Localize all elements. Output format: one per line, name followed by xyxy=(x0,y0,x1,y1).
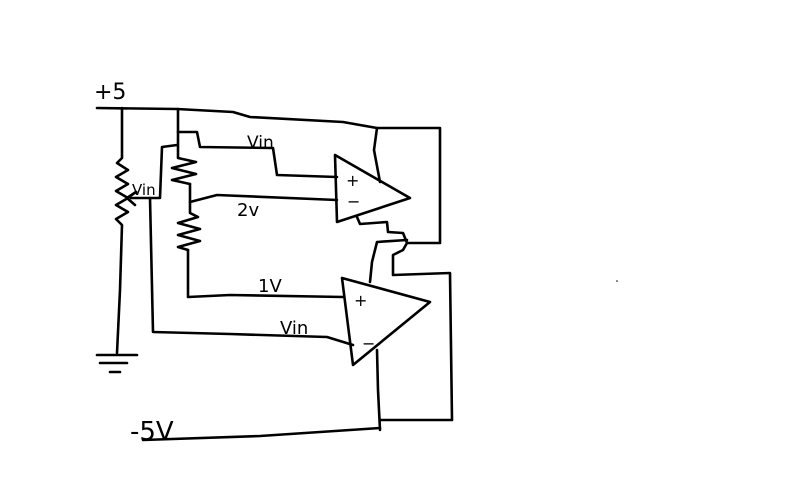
wiper-wire-to-opamp2-minus xyxy=(148,196,355,347)
opamp2-negative-supply-wire xyxy=(375,348,382,432)
wire-1v-to-opamp2-plus xyxy=(186,248,345,299)
opamp2-minus-sign: − xyxy=(362,334,375,353)
resistor-2 xyxy=(176,200,202,252)
negative-supply-rail xyxy=(141,426,382,442)
wire-2v-to-opamp1-minus xyxy=(188,182,339,204)
opamp1-plus-input-label: Vin xyxy=(247,133,274,153)
opamp2-plus-input-label: 1V xyxy=(258,276,282,297)
positive-supply-rail xyxy=(95,106,442,245)
potentiometer xyxy=(114,106,130,355)
opamp1-minus-sign: − xyxy=(347,192,360,211)
opamp2-plus-sign: + xyxy=(354,291,367,310)
ground-symbol xyxy=(95,353,139,374)
negative-supply-label: -5V xyxy=(130,417,174,447)
opamp2-supply-wire xyxy=(368,238,409,284)
opamp2-minus-input-label: Vin xyxy=(280,318,308,339)
opamp-2 xyxy=(340,276,432,367)
pot-wiper-arrow xyxy=(125,190,138,207)
opamp1-supply-wire xyxy=(372,126,382,184)
positive-supply-label: +5 xyxy=(94,80,126,105)
opamp1-plus-sign: + xyxy=(346,171,359,190)
opamp1-output-wire xyxy=(355,215,454,422)
stray-dot xyxy=(616,280,618,282)
opamp-1 xyxy=(333,153,412,224)
opamp1-minus-input-label: 2v xyxy=(237,200,259,221)
pot-wiper-label: Vin xyxy=(132,181,156,199)
resistor-1 xyxy=(170,130,198,186)
wiper-wire-top xyxy=(129,143,179,200)
